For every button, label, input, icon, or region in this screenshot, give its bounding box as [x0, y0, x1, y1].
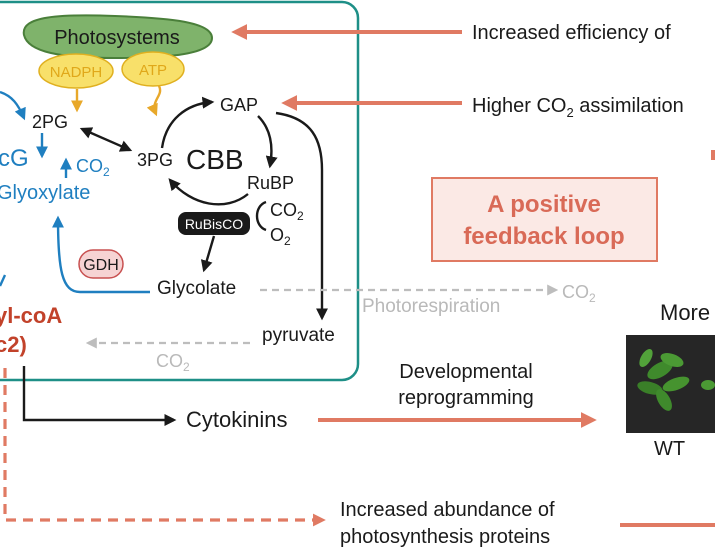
- assimilation-label: Higher CO2 assimilation: [472, 95, 684, 120]
- photosystems: Photosystems NADPH ATP: [22, 14, 214, 117]
- atp-arrow: [146, 85, 162, 117]
- pyruvate-label: pyruvate: [262, 325, 335, 346]
- rubisco-label: RuBisCO: [185, 216, 243, 232]
- rubisco-to-glycolate-arrow: [200, 235, 216, 273]
- left-co2-label: CO2: [76, 156, 110, 179]
- photorespiration-label: Photorespiration: [362, 296, 500, 317]
- proteins-label: photosynthesis proteins: [340, 526, 550, 548]
- glycolate-to-glyoxylate-arrow: [52, 215, 150, 294]
- plant-icon: [637, 348, 715, 411]
- rubp-label: RuBP: [247, 173, 294, 193]
- cbb-cycle: 2PG 3PG CBB GAP RuBP RuBisCO CO2 O2 Glyc…: [32, 95, 335, 346]
- loop-line2: feedback loop: [463, 223, 624, 250]
- bottom-section: Cytokinins Developmental reprogramming I…: [3, 361, 715, 548]
- nadph-label: NADPH: [50, 64, 103, 81]
- rubisco-box: [178, 212, 250, 235]
- efficiency-label: Increased efficiency of: [472, 22, 671, 44]
- glyoxylate-label: Glyoxylate: [0, 182, 90, 204]
- glycolate-label: Glycolate: [157, 278, 236, 299]
- feedback-loop-box: [431, 177, 658, 262]
- photosystems-label: Photosystems: [54, 27, 180, 49]
- left-blue-line: [0, 274, 7, 287]
- gap-label: GAP: [220, 95, 258, 115]
- reprogramming-label: reprogramming: [398, 387, 534, 409]
- pg2-label: 2PG: [32, 112, 68, 132]
- cytokinins-label: Cytokinins: [186, 407, 287, 432]
- bottom-co2-label: CO2: [156, 351, 190, 374]
- photorespiration: Photorespiration CO2 CO2: [85, 282, 596, 374]
- gdh-box: [78, 249, 124, 279]
- o2-input-label: O2: [270, 225, 291, 248]
- cbb-label: CBB: [186, 144, 244, 175]
- photorespiration-co2-label: CO2: [562, 282, 596, 305]
- co2-input-label: CO2: [270, 200, 304, 223]
- loop-line1: A positive: [487, 191, 601, 218]
- glycolate-pathway: cG Glyoxylate CO2 GDH yl-coA c2): [0, 90, 150, 357]
- top-blue-arc: [0, 90, 26, 121]
- acylcoa-label: yl-coA: [0, 303, 62, 328]
- more-label: More: [660, 300, 710, 325]
- wt-label: WT: [654, 438, 685, 460]
- gap-to-rubp-arc: [257, 115, 278, 169]
- pg3-to-gap-arc: [160, 96, 215, 149]
- c2-to-proteins-dashed-arrow: [3, 368, 326, 527]
- gdh-label: GDH: [83, 257, 119, 274]
- rubp-to-pg3-arc: [168, 178, 249, 206]
- c2-label: c2): [0, 332, 27, 357]
- c2-to-cytokinins-arrow: [22, 366, 177, 426]
- pg2-pg3-arrow: [79, 127, 133, 152]
- chloroplast-box: [0, 0, 360, 382]
- abundance-label: Increased abundance of: [340, 499, 555, 521]
- gas-bracket: [255, 200, 267, 232]
- pg3-label: 3PG: [137, 150, 173, 170]
- gap-to-pyruvate-arrow: [275, 111, 328, 321]
- cg-label: cG: [0, 145, 29, 172]
- developmental-label: Developmental: [399, 361, 532, 383]
- atp-label: ATP: [139, 62, 167, 79]
- right-section: Increased efficiency of Higher CO2 assim…: [231, 22, 715, 460]
